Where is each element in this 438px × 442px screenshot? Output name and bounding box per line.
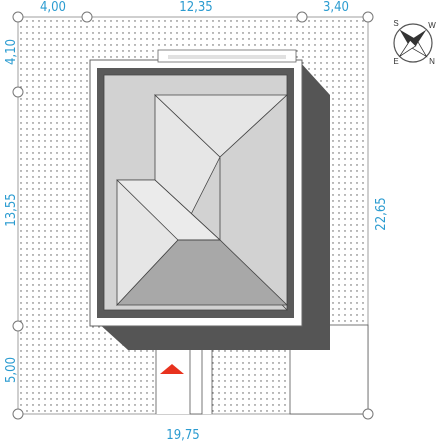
- dim-bottom: 19,75: [166, 428, 199, 442]
- dim-left-top: 4,10: [4, 39, 19, 65]
- compass-letter-n: N: [429, 57, 435, 66]
- dim-top-left: 4,00: [40, 0, 66, 15]
- dim-left-middle: 13,55: [4, 193, 19, 226]
- roof: [103, 74, 289, 311]
- compass-rose: S W E N: [393, 19, 436, 66]
- dimension-nodes: [12, 11, 374, 420]
- entrance-marker: [160, 364, 184, 374]
- dim-left-bottom: 5,00: [4, 357, 19, 383]
- compass-letter-w: W: [428, 21, 436, 30]
- building-shadow: [97, 62, 330, 350]
- dim-top-right: 3,40: [323, 0, 349, 15]
- dim-top-middle: 12,35: [179, 0, 212, 15]
- compass-letter-e: E: [393, 57, 398, 66]
- compass-letter-s: S: [393, 19, 398, 28]
- compass-needle: [399, 29, 428, 58]
- dim-right: 22,65: [374, 197, 389, 230]
